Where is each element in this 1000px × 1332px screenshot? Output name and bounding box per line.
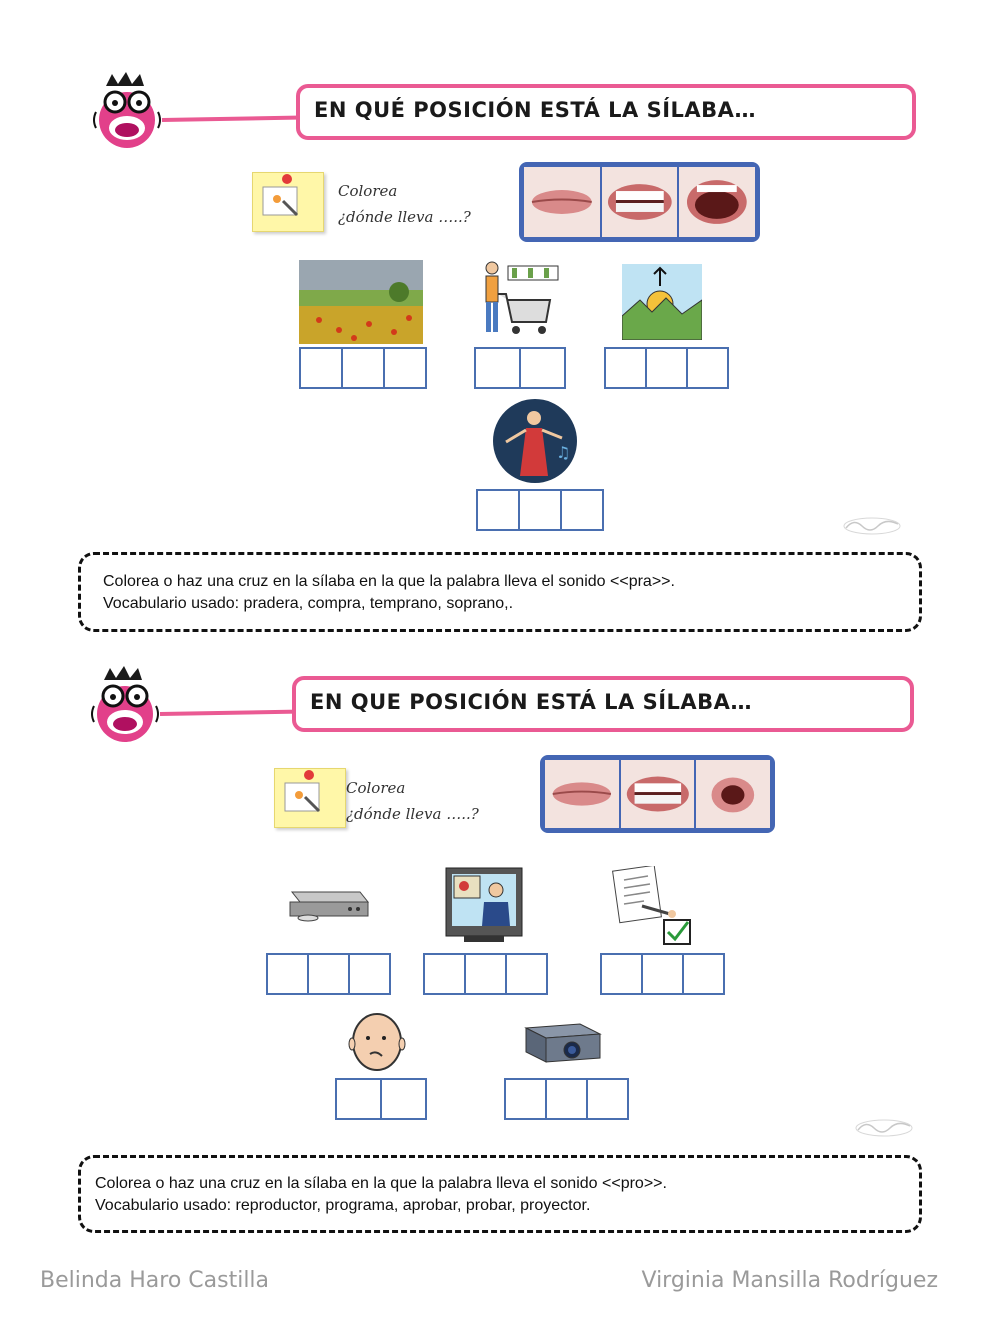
svg-text:♫: ♫ [556,443,570,462]
syllable-box[interactable] [383,347,427,389]
mouth-round-picture [696,760,771,828]
meadow-picture [299,260,423,344]
soprano-picture: ♫ [493,399,577,483]
mouth-positions [540,755,775,833]
instruction-text: Colorea ¿dónde lleva …..? [346,775,479,827]
title-bubble: EN QUÉ POSICIÓN ESTÁ LA SÍLABA… [296,84,916,140]
mascot-icon [91,666,159,742]
projector-picture [524,1023,602,1063]
instruction-line-2: ¿dónde lleva …..? [338,208,471,226]
instruction-line-1: Colorea [346,779,406,797]
syllable-boxes-1 [299,347,427,389]
syllable-box[interactable] [474,347,521,389]
syllable-box[interactable] [307,953,350,995]
mouth-positions [519,162,760,242]
syllable-box[interactable] [476,489,520,531]
syllable-box[interactable] [586,1078,629,1120]
syllable-box[interactable] [645,347,688,389]
section-title: EN QUE POSICIÓN ESTÁ LA SÍLABA… [310,690,752,714]
syllable-box[interactable] [604,347,647,389]
syllable-boxes-6 [423,953,548,995]
syllable-box[interactable] [423,953,466,995]
sticky-note-icon [274,768,346,828]
mouth-teeth-picture [620,760,695,828]
syllable-boxes-7 [600,953,725,995]
syllable-box[interactable] [299,347,343,389]
section-title: EN QUÉ POSICIÓN ESTÁ LA SÍLABA… [314,98,756,122]
syllable-boxes-5 [266,953,391,995]
title-bubble: EN QUE POSICIÓN ESTÁ LA SÍLABA… [292,676,914,732]
syllable-boxes-4 [476,489,604,531]
syllable-box[interactable] [641,953,684,995]
instruction-line-2: ¿dónde lleva …..? [346,805,479,823]
shopping-cart-picture [485,261,559,334]
mouth-closed-picture [524,167,600,237]
syllable-boxes-9 [504,1078,629,1120]
syllable-box[interactable] [341,347,385,389]
note-line-2: Vocabulario usado: reproductor, programa… [95,1197,591,1214]
bubble-tail [159,709,297,716]
syllable-box[interactable] [545,1078,588,1120]
dvd-player-picture [289,891,370,922]
note-line-2: Vocabulario usado: pradera, compra, temp… [103,595,514,612]
syllable-box[interactable] [686,347,729,389]
footer-author-right: Virginia Mansilla Rodríguez [641,1268,939,1293]
signed-document-picture [612,866,691,945]
mascot-icon [93,72,161,148]
thinking-face-picture [348,1013,406,1071]
mouth-open-picture [679,167,756,237]
bubble-tail [161,115,303,122]
note-line-1: Colorea o haz una cruz en la sílaba en l… [103,573,675,590]
syllable-box[interactable] [519,347,566,389]
syllable-boxes-3 [604,347,729,389]
footer-author-left: Belinda Haro Castilla [40,1268,270,1293]
author-signature [843,517,901,535]
author-signature [855,1119,913,1137]
syllable-box[interactable] [504,1078,547,1120]
syllable-boxes-2 [474,347,566,389]
syllable-box[interactable] [682,953,725,995]
syllable-box[interactable] [600,953,643,995]
syllable-box[interactable] [560,489,604,531]
note-box: Colorea o haz una cruz en la sílaba en l… [78,1155,922,1233]
syllable-box[interactable] [348,953,391,995]
syllable-box[interactable] [464,953,507,995]
syllable-box[interactable] [518,489,562,531]
sunrise-picture [622,264,702,340]
instruction-text: Colorea ¿dónde lleva …..? [338,178,471,230]
syllable-box[interactable] [380,1078,427,1120]
tv-presenter-picture [445,867,523,942]
note-box: Colorea o haz una cruz en la sílaba en l… [78,552,922,632]
note-line-1: Colorea o haz una cruz en la sílaba en l… [95,1175,667,1192]
instruction-line-1: Colorea [338,182,398,200]
sticky-note-icon [252,172,324,232]
syllable-box[interactable] [266,953,309,995]
mouth-closed-picture [545,760,619,828]
syllable-box[interactable] [335,1078,382,1120]
syllable-box[interactable] [505,953,548,995]
mouth-teeth-picture [601,167,678,237]
syllable-boxes-8 [335,1078,427,1120]
